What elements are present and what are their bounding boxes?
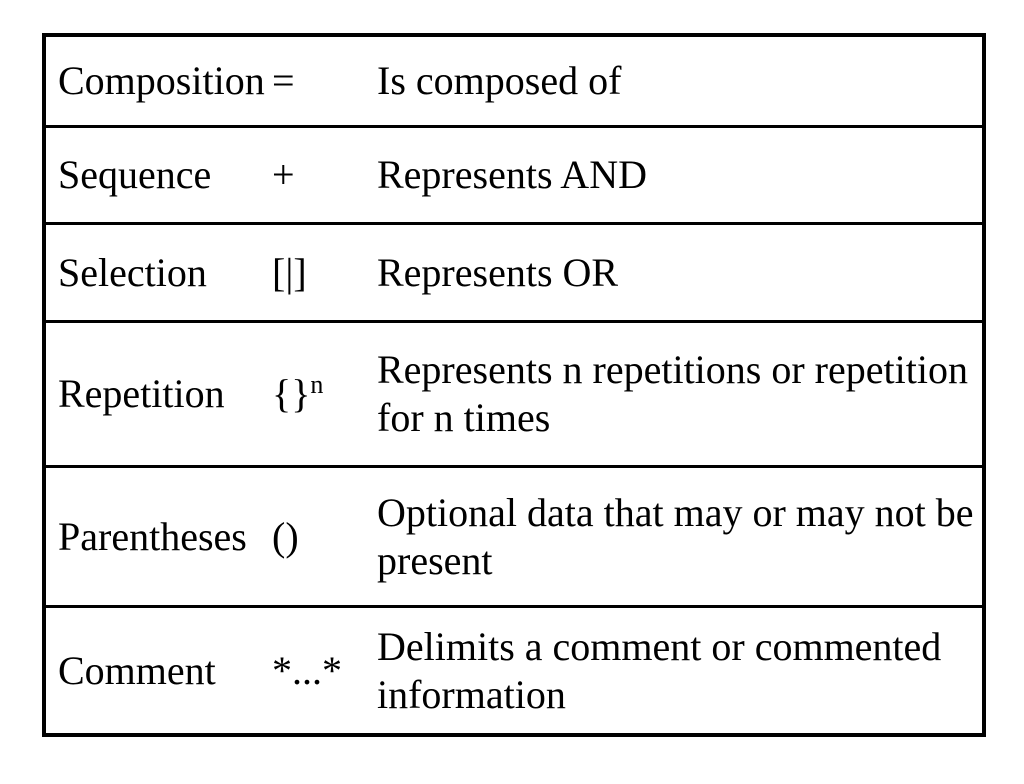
notation-symbol: = [272, 57, 377, 105]
table-row-sequence: Sequence + Represents AND [46, 125, 982, 222]
symbol-text: + [272, 152, 295, 197]
symbol-text: = [272, 58, 295, 103]
notation-description: Represents n repetitions or repetition f… [377, 347, 968, 440]
table-row-composition: Composition = Is composed of [46, 37, 982, 125]
notation-symbol: *...* [272, 647, 377, 695]
notation-term: Repetition [58, 371, 225, 416]
symbol-text: {} [272, 371, 311, 416]
notation-table: Composition = Is composed of Sequence + … [42, 33, 986, 737]
notation-description: Represents OR [377, 249, 619, 295]
notation-description: Represents AND [377, 152, 647, 197]
table-row-comment: Comment *...* Delimits a comment or comm… [46, 605, 982, 733]
notation-term: Parentheses [58, 513, 247, 559]
table-row-repetition: Repetition {}n Represents n repetitions … [46, 320, 982, 465]
notation-term: Comment [58, 647, 216, 693]
notation-symbol: + [272, 151, 377, 199]
notation-description: Optional data that may or may not be pre… [377, 489, 974, 583]
notation-description: Delimits a comment or commented informat… [377, 623, 942, 717]
symbol-superscript: n [310, 370, 324, 399]
notation-symbol: {}n [272, 370, 377, 418]
notation-symbol: () [272, 513, 377, 561]
notation-symbol: [|] [272, 249, 377, 297]
notation-term: Sequence [58, 152, 212, 197]
table-row-parentheses: Parentheses () Optional data that may or… [46, 465, 982, 605]
symbol-text: *...* [272, 647, 342, 693]
notation-term: Selection [58, 249, 207, 295]
table-row-selection: Selection [|] Represents OR [46, 222, 982, 320]
notation-term: Composition [58, 58, 265, 103]
notation-description: Is composed of [377, 58, 622, 103]
symbol-text: [|] [272, 249, 307, 295]
symbol-text: () [272, 513, 299, 559]
